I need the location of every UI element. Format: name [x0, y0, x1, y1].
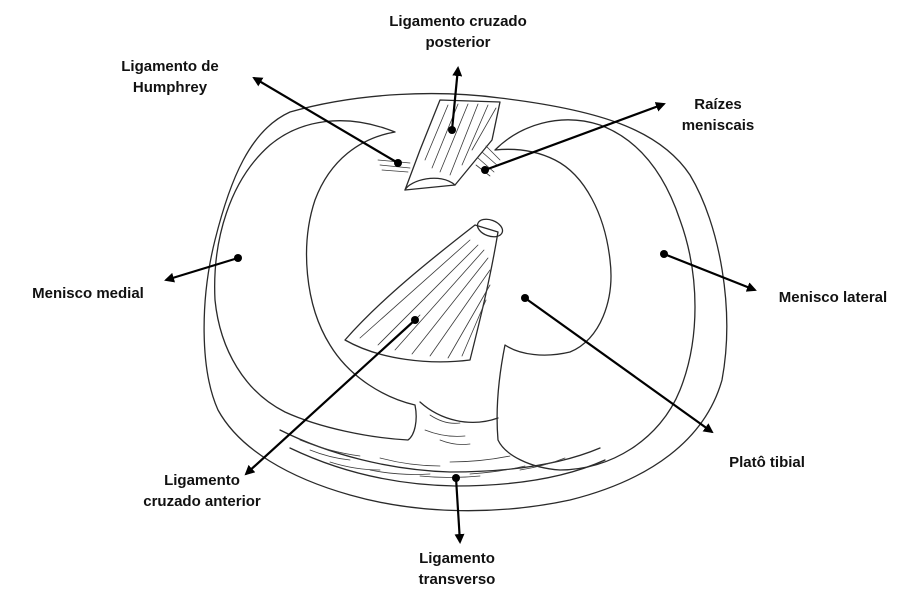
pointer-pcl: [452, 68, 458, 130]
acl-stump: [475, 216, 505, 240]
label-lateral-meniscus: Menisco lateral: [760, 287, 906, 308]
pointer-medial: [166, 258, 238, 280]
medial-meniscus-outline: [215, 121, 416, 440]
acl-fibers: [360, 240, 490, 358]
pointer-dots: [234, 126, 668, 482]
pointer-plateau: [525, 298, 712, 432]
label-medial-meniscus: Menisco medial: [8, 283, 168, 304]
acl-outline: [345, 225, 498, 362]
plateau-outline: [420, 402, 498, 422]
pointer-lateral: [664, 254, 755, 290]
label-tibial-plateau: Platô tibial: [712, 452, 822, 473]
